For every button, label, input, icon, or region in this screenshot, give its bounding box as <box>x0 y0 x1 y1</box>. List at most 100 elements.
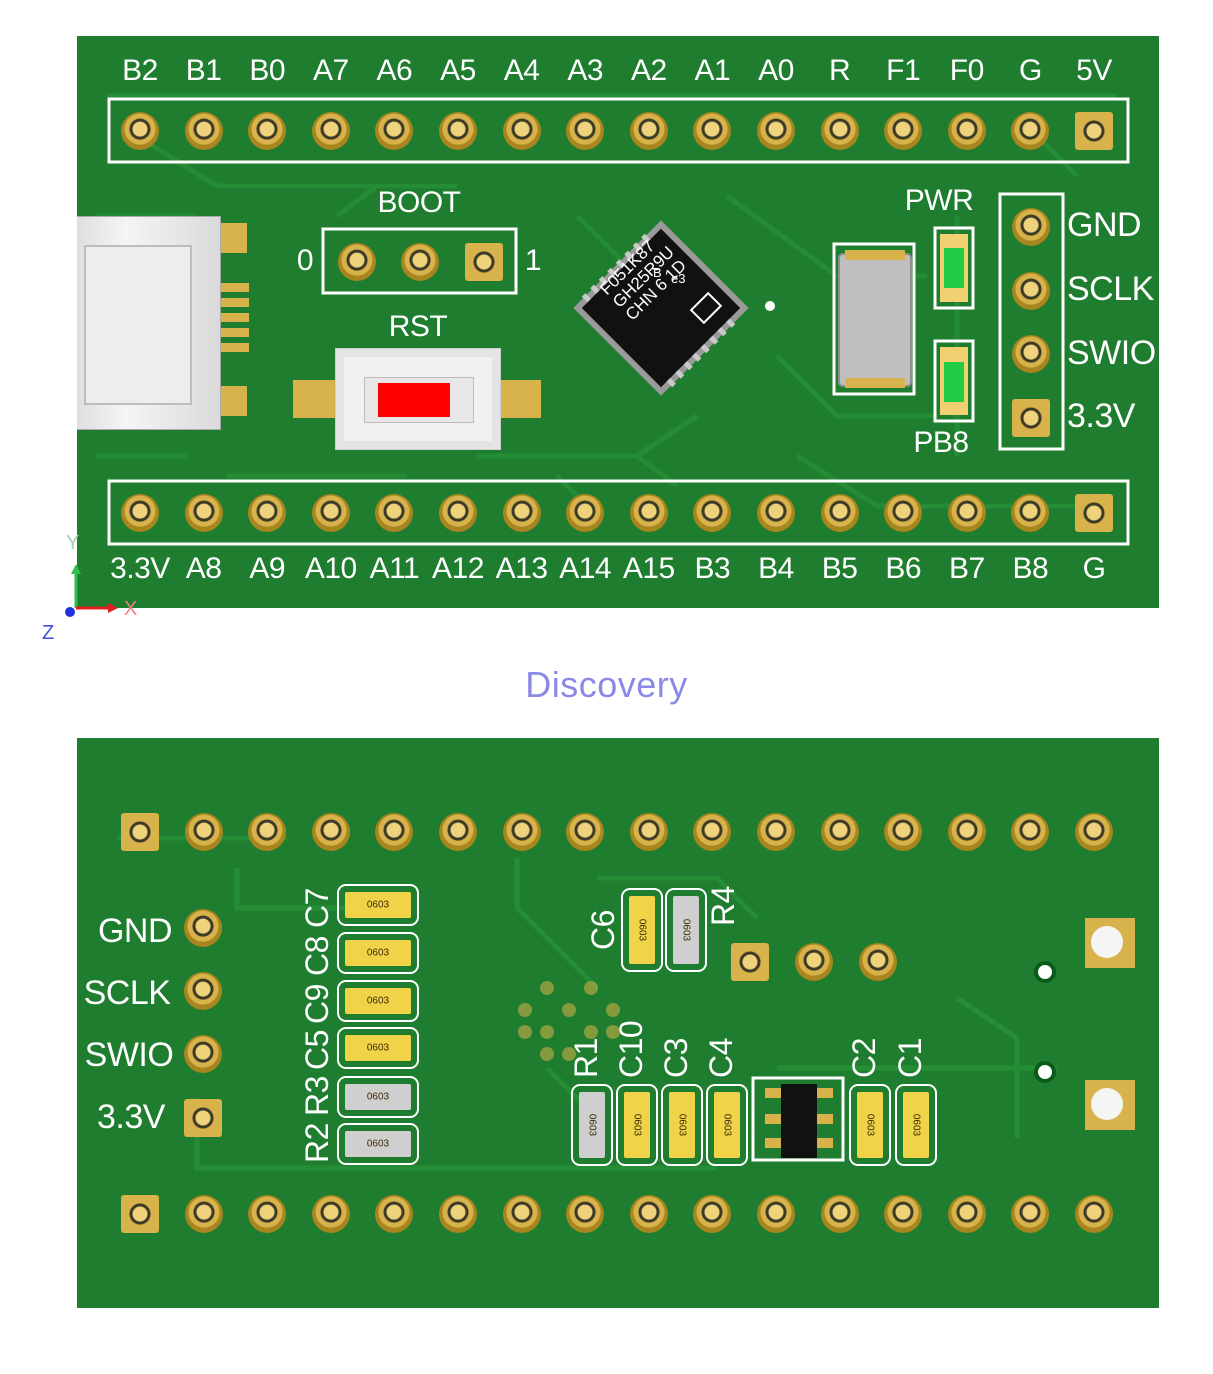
header-top-pin <box>375 112 414 150</box>
bottom-header-top-pin <box>693 813 732 851</box>
bottom-swd-3v3-label: 3.3V <box>97 1098 165 1136</box>
bottom-swd-pin <box>184 1035 222 1073</box>
part-c1-body: 0603 <box>903 1092 929 1158</box>
top-board-traces <box>97 93 1130 546</box>
bottom-header-bottom-pin <box>693 1195 732 1233</box>
header-bottom-pin <box>693 494 732 532</box>
header-top-label: 5V <box>1076 54 1112 87</box>
header-bottom-pin <box>1011 494 1050 532</box>
header-bottom-pin <box>629 494 668 532</box>
swd-gnd-label: GND <box>1067 206 1142 244</box>
header-bottom-label: B5 <box>821 552 858 585</box>
swd-pin <box>1012 272 1050 310</box>
part-r4: 0603 <box>665 888 707 972</box>
header-top-pin <box>629 112 668 150</box>
bottom-swd-gnd-label: GND <box>97 912 173 950</box>
part-c4-code: 0603 <box>721 1113 733 1137</box>
bottom-header-bottom-pin <box>884 1195 923 1233</box>
axis-x-label: X <box>124 598 138 620</box>
part-c9-body: 0603 <box>345 988 411 1014</box>
label-c6: C6 <box>585 910 621 950</box>
led-pb8-label: PB8 <box>913 426 969 459</box>
header-top-label: A1 <box>694 54 731 87</box>
header-top-pin <box>884 112 923 150</box>
bottom-header-bottom-pin <box>566 1195 605 1233</box>
header-top-label: G <box>1018 54 1042 87</box>
part-r1: 0603 <box>571 1084 613 1166</box>
reset-button[interactable] <box>335 348 501 450</box>
part-r4-body: 0603 <box>673 896 699 964</box>
label-c10: C10 <box>613 1020 649 1078</box>
header-bottom-label: A8 <box>185 552 222 585</box>
bottom-board-traces <box>117 835 1135 1171</box>
header-top-label: A7 <box>312 54 349 87</box>
part-c7-code: 0603 <box>366 899 390 911</box>
header-top-label: R <box>829 54 851 87</box>
boot-left-label: 0 <box>296 244 314 277</box>
bottom-header-top-pin <box>1075 813 1113 851</box>
bottom-header-bottom-pin <box>1011 1195 1050 1233</box>
bottom-mid-pin <box>859 943 897 981</box>
bottom-swd-pin <box>184 972 222 1010</box>
header-bottom-label: A9 <box>249 552 286 585</box>
header-top-pin <box>757 112 795 150</box>
part-c2: 0603 <box>849 1084 891 1166</box>
bottom-header-bottom-pin <box>629 1195 668 1233</box>
label-r4: R4 <box>705 886 741 926</box>
part-c9-code: 0603 <box>366 995 390 1007</box>
bottom-header-bottom-pin <box>311 1195 350 1233</box>
bottom-header-top-pin <box>311 813 350 851</box>
header-top-pin <box>820 112 859 150</box>
part-r3-body: 0603 <box>345 1084 411 1110</box>
label-c7: C7 <box>299 888 335 928</box>
part-r2-code: 0603 <box>366 1138 390 1150</box>
header-bottom-pin <box>439 494 477 532</box>
header-bottom-pin <box>757 494 795 532</box>
header-top-label: A0 <box>758 54 794 87</box>
boot-right-label: 1 <box>524 244 542 277</box>
part-r1-body: 0603 <box>579 1092 605 1158</box>
header-bottom-label: G <box>1082 552 1106 585</box>
axis-indicator: Y X Z <box>40 530 150 650</box>
part-c6-code: 0603 <box>636 918 648 942</box>
part-c5-body: 0603 <box>345 1035 411 1061</box>
header-bottom-pin <box>502 494 541 532</box>
header-bottom-label: A14 <box>559 552 612 585</box>
header-bottom-label: B4 <box>758 552 794 585</box>
axis-y-label: Y <box>66 532 80 554</box>
caption-discovery: Discovery <box>525 664 688 705</box>
part-c5: 0603 <box>337 1027 419 1069</box>
header-top-pin <box>311 112 350 150</box>
header-top-pin <box>248 112 287 150</box>
header-top-label: A5 <box>440 54 476 87</box>
label-c1: C1 <box>892 1038 928 1078</box>
bottom-header-top-pin <box>439 813 477 851</box>
axis-arrows-icon <box>65 564 118 617</box>
part-c8-body: 0603 <box>345 940 411 966</box>
header-bottom-label: A13 <box>495 552 548 585</box>
bottom-header-top-pin <box>947 813 986 851</box>
header-bottom-pin <box>566 494 605 532</box>
bottom-header-bottom-pin <box>375 1195 414 1233</box>
bottom-mid-pin <box>795 943 833 981</box>
header-top-label: A3 <box>567 54 604 87</box>
header-top-pin <box>121 112 159 150</box>
bottom-header-top-pin <box>375 813 414 851</box>
bottom-header-top-pin <box>884 813 923 851</box>
bottom-swd-pin <box>184 909 222 947</box>
header-top-pin <box>502 112 541 150</box>
bottom-header-top-pin <box>248 813 287 851</box>
bottom-header-bottom-pin <box>121 1195 159 1233</box>
part-c1-code: 0603 <box>910 1113 922 1137</box>
header-top-label: B1 <box>185 54 222 87</box>
swd-sclk-label: SCLK <box>1067 270 1154 308</box>
part-c9: 0603 <box>337 980 419 1022</box>
part-c1: 0603 <box>895 1084 937 1166</box>
part-c4: 0603 <box>706 1084 748 1166</box>
swd-pin <box>1012 335 1050 373</box>
part-c8-code: 0603 <box>366 947 390 959</box>
part-c7-body: 0603 <box>345 892 411 918</box>
label-c4: C4 <box>703 1038 739 1078</box>
part-c10: 0603 <box>616 1084 658 1166</box>
part-c3-body: 0603 <box>669 1092 695 1158</box>
